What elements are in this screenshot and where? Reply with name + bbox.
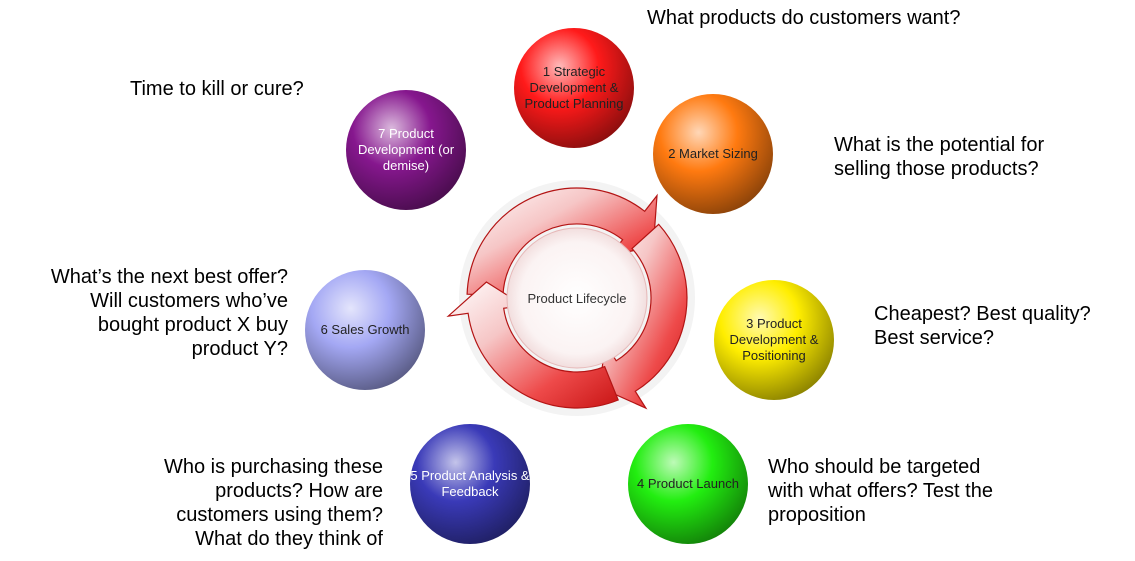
annotation-line: Time to kill or cure? — [130, 78, 304, 100]
annotation-line: Will customers who’ve — [90, 290, 288, 312]
cycle-arrows — [446, 187, 688, 410]
annotation-line: with what offers? Test the — [768, 480, 993, 502]
annotation-stage-4: Who should be targeted with what offers?… — [768, 455, 993, 527]
stage-4-label-line: 4 Product Launch — [637, 476, 739, 491]
stage-3-label-line: Positioning — [742, 348, 806, 363]
annotation-line: products? How are — [215, 480, 383, 502]
center-label: Product Lifecycle — [528, 291, 627, 306]
stage-3-label-line: Development & — [730, 332, 819, 347]
annotation-line: What do they think of — [195, 528, 383, 550]
stage-5: 5 Product Analysis &Feedback — [410, 424, 530, 544]
annotation-line: What’s the next best offer? — [50, 266, 288, 288]
annotation-line: proposition — [768, 504, 866, 526]
stage-5-label-line: 5 Product Analysis & — [410, 468, 530, 483]
annotation-line: bought product X buy — [97, 314, 288, 336]
stage-5-label-line: Feedback — [441, 484, 499, 499]
center-disc — [506, 227, 648, 369]
stage-1-label-line: Development & — [530, 80, 619, 95]
stage-7-label-line: Development (or — [358, 142, 455, 157]
annotation-line: Best service? — [874, 327, 995, 349]
stage-4: 4 Product Launch — [628, 424, 748, 544]
stage-2-label-line: 2 Market Sizing — [668, 146, 758, 161]
annotation-stage-7: Time to kill or cure? — [130, 77, 304, 101]
annotation-line: What products do customers want? — [647, 7, 961, 29]
stage-1-label-line: Product Planning — [524, 96, 623, 111]
cycle-arrow-1 — [466, 187, 658, 297]
annotation-stage-1: What products do customers want? — [647, 6, 960, 30]
annotation-line: Cheapest? Best quality? — [874, 303, 1091, 325]
stage-1-sphere — [514, 28, 634, 148]
annotation-line: Who should be targeted — [768, 456, 981, 478]
stage-2: 2 Market Sizing — [653, 94, 773, 214]
annotation-line: customers using them? — [176, 504, 383, 526]
annotation-line: What is the potential for — [834, 134, 1045, 156]
annotation-stage-2: What is the potential for selling those … — [834, 133, 1044, 181]
annotation-stage-6: What’s the next best offer? Will custome… — [51, 265, 288, 361]
stage-3-sphere — [714, 280, 834, 400]
cycle-arrow-2 — [598, 223, 688, 410]
annotation-stage-3: Cheapest? Best quality? Best service? — [874, 302, 1091, 350]
stage-6-label-line: 6 Sales Growth — [321, 322, 410, 337]
cycle-arrow-3 — [446, 281, 619, 409]
stage-2-sphere — [653, 94, 773, 214]
stage-7-label-line: demise) — [383, 158, 429, 173]
stage-7-sphere — [346, 90, 466, 210]
stage-1-label-line: 1 Strategic — [543, 64, 606, 79]
stage-4-sphere — [628, 424, 748, 544]
stage-5-sphere — [410, 424, 530, 544]
annotation-stage-5: Who is purchasing these products? How ar… — [164, 455, 383, 561]
stage-3-label-line: 3 Product — [746, 316, 802, 331]
stage-6-sphere — [305, 270, 425, 390]
annotation-line: Who is purchasing these — [163, 456, 383, 478]
annotation-line: product Y? — [191, 338, 288, 360]
stage-7-label-line: 7 Product — [378, 126, 434, 141]
annotation-line: selling those products? — [834, 158, 1039, 180]
stage-6: 6 Sales Growth — [305, 270, 425, 390]
